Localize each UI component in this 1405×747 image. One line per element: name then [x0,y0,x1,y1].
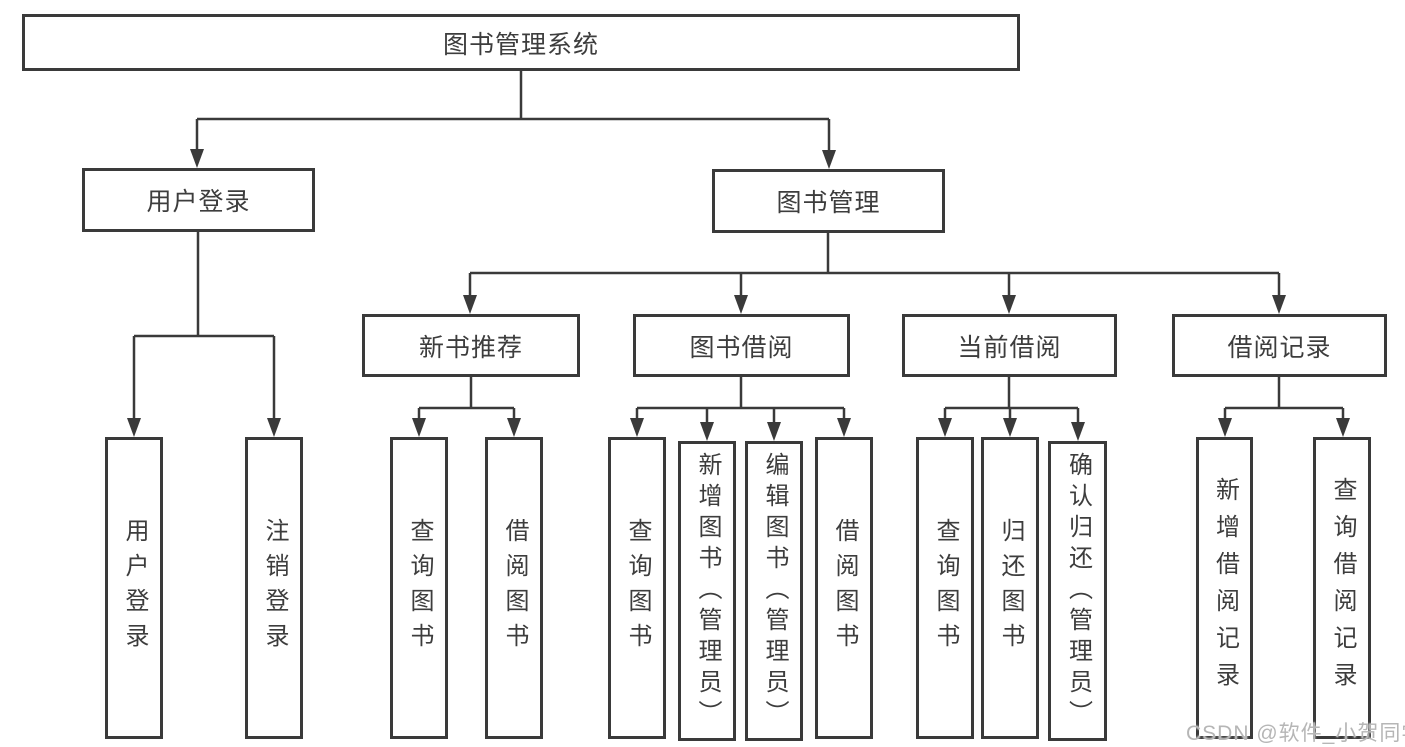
connector-bookborrow-to-leaves [635,377,846,432]
leaf-label: 编辑图书（管理员） [761,451,788,731]
node-user-login: 用户登录 [82,168,315,232]
node-new-book-recommendation: 新书推荐 [362,314,580,377]
node-current-borrowing: 当前借阅 [902,314,1117,377]
node-leaf-borrow-books: 借阅图书 [815,437,873,739]
leaf-label: 用户登录 [121,518,148,658]
connector-userlogin-to-leaves [132,232,276,428]
node-leaf-logout: 注销登录 [245,437,303,739]
node-leaf-edit-books-admin: 编辑图书（管理员） [745,441,803,741]
connector-borrowrecord-to-leaves [1223,377,1345,428]
leaf-label: 新增借阅记录 [1211,477,1239,699]
leaf-label: 归还图书 [997,518,1024,658]
node-leaf-query-books-borrow: 查询图书 [608,437,666,739]
connector-root-to-level2 [195,71,831,159]
node-leaf-query-books-current: 查询图书 [916,437,974,739]
node-leaf-add-books-admin: 新增图书（管理员） [678,441,736,741]
leaf-label: 借阅图书 [831,518,858,658]
leaf-label: 查询借阅记录 [1329,477,1356,699]
leaf-label: 确认归还（管理员） [1064,451,1092,731]
leaf-label: 查询图书 [932,518,959,658]
node-leaf-user-login: 用户登录 [105,437,163,739]
csdn-watermark: CSDN @软件_小贺同学 [1186,722,1405,745]
connector-currentborrow-to-leaves [943,377,1080,432]
node-book-borrowing: 图书借阅 [633,314,850,377]
node-leaf-query-books-rec: 查询图书 [390,437,448,739]
leaf-label: 借阅图书 [501,518,528,658]
leaf-label: 查询图书 [624,518,651,658]
node-leaf-borrow-books-rec: 借阅图书 [485,437,543,739]
node-leaf-add-borrow-record: 新增借阅记录 [1196,437,1253,739]
node-library-management-system: 图书管理系统 [22,14,1020,71]
leaf-label: 新增图书（管理员） [694,451,721,731]
connector-newbookrec-to-leaves [417,377,516,428]
node-leaf-query-borrow-record: 查询借阅记录 [1313,437,1371,739]
node-borrowing-records: 借阅记录 [1172,314,1387,377]
leaf-label: 注销登录 [261,518,288,658]
node-leaf-return-books: 归还图书 [981,437,1039,739]
leaf-label: 查询图书 [406,518,433,658]
node-leaf-confirm-return-admin: 确认归还（管理员） [1048,441,1107,741]
connector-bookmgmt-to-level3 [468,233,1281,305]
node-book-management: 图书管理 [712,169,945,233]
